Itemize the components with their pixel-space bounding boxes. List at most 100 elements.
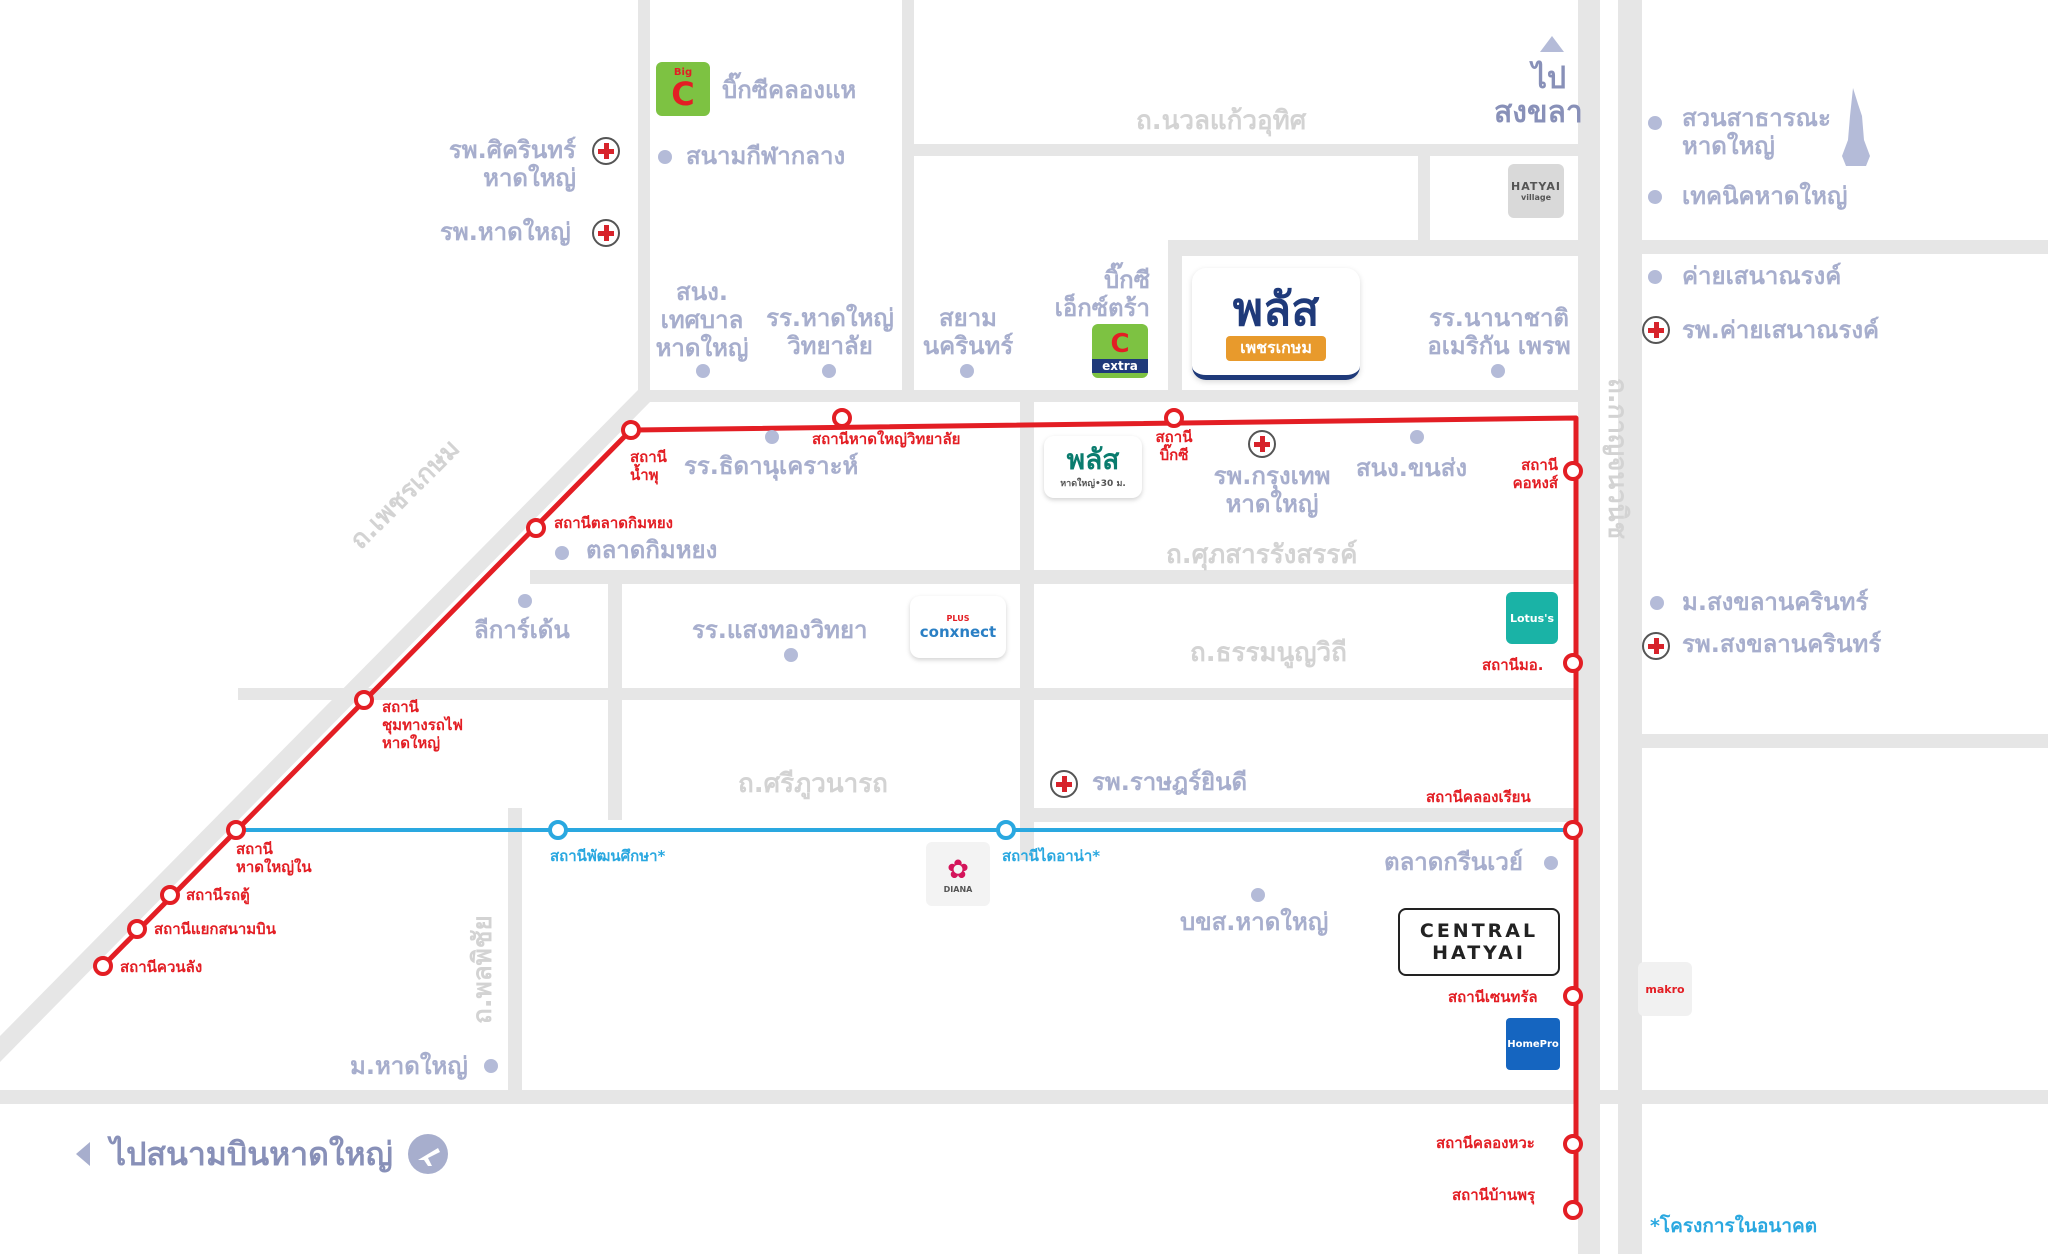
- place-dot: [1491, 364, 1505, 378]
- station-khohong-marker: [1563, 461, 1583, 481]
- hospital-icon: [1050, 770, 1078, 798]
- plus-phetkasem-logo: พลัส เพชรเกษม: [1192, 268, 1360, 380]
- place-siam-nakarin: สยามนครินทร์: [922, 304, 1014, 360]
- central-hatyai-logo: CENTRAL HATYAI: [1398, 908, 1560, 976]
- place-dot: [484, 1059, 498, 1073]
- station-namphu-label: สถานีน้ำพุ: [630, 448, 667, 484]
- station-central-marker: [1563, 986, 1583, 1006]
- hospital-icon: [592, 219, 620, 247]
- station-mo-marker: [1563, 653, 1583, 673]
- monument-icon: [1842, 88, 1870, 166]
- lotus-logo: Lotus's: [1506, 592, 1558, 644]
- place-dot: [960, 364, 974, 378]
- place-lee-garden: ลีการ์เด้น: [474, 616, 570, 644]
- homepro-logo: HomePro: [1506, 1018, 1560, 1070]
- place-public-park: สวนสาธารณะหาดใหญ่: [1682, 104, 1831, 160]
- station-diana-marker: [996, 820, 1016, 840]
- place-greenway-market: ตลาดกรีนเวย์: [1384, 848, 1523, 876]
- place-dot: [784, 648, 798, 662]
- place-tech-hatyai: เทคนิคหาดใหญ่: [1682, 182, 1848, 210]
- place-transport-office: สนง.ขนส่ง: [1356, 454, 1468, 482]
- road-label-phonphichai: ถ.พลพิชัย: [468, 915, 498, 1024]
- station-khlong-rian-label: สถานีคลองเรียน: [1426, 788, 1531, 806]
- place-camp: ค่ายเสนาณรงค์: [1682, 262, 1842, 290]
- station-rottu-marker: [160, 885, 180, 905]
- place-dot: [1544, 856, 1558, 870]
- place-bus-terminal: บขส.หาดใหญ่: [1180, 908, 1329, 936]
- place-bigc-khlong-hae: บิ๊กซีคลองแห: [722, 76, 857, 104]
- station-khlong-hwa-marker: [1563, 1134, 1583, 1154]
- place-dot: [765, 430, 779, 444]
- hospital-icon: [1642, 316, 1670, 344]
- bigc-logo: Big C: [656, 62, 710, 116]
- road-label-nuanmwaeo: ถ.นวลแก้วอุทิศ: [1136, 106, 1307, 136]
- hatyai-village-logo: HATYAI village: [1508, 164, 1564, 218]
- place-saengthong: รร.แสงทองวิทยา: [692, 616, 868, 644]
- station-diana-label: สถานีไดอาน่า*: [1002, 847, 1101, 865]
- station-rottu-label: สถานีรถตู้: [186, 886, 250, 904]
- place-central-stadium: สนามกีฬากลาง: [686, 142, 846, 170]
- place-thida-school: รร.ธิดานุเคราะห์: [684, 452, 859, 480]
- place-hatyai-college: รร.หาดใหญ่วิทยาลัย: [766, 304, 894, 360]
- station-hatyai-college-label: สถานีหาดใหญ่วิทยาลัย: [812, 430, 961, 448]
- station-hatyai-college-marker: [832, 408, 852, 428]
- place-dot: [658, 150, 672, 164]
- place-dot: [1648, 190, 1662, 204]
- red-line-stations: [93, 408, 1583, 1220]
- station-central-label: สถานีเซนทรัล: [1448, 988, 1538, 1006]
- place-camp-hospital: รพ.ค่ายเสนาณรงค์: [1682, 316, 1880, 344]
- place-american-prep: รร.นานาชาติอเมริกัน เพรพ: [1427, 304, 1571, 360]
- plus-conxnect-logo: PLUS conxnect: [910, 596, 1006, 658]
- station-yaek-sanambin-label: สถานีแยกสนามบิน: [154, 920, 276, 938]
- station-ban-phru-marker: [1563, 1200, 1583, 1220]
- place-dot: [555, 546, 569, 560]
- station-ban-phru-label: สถานีบ้านพรุ: [1452, 1186, 1536, 1204]
- place-dot: [1648, 116, 1662, 130]
- place-kimyong-market: ตลาดกิมหยง: [586, 536, 718, 564]
- station-namphu-marker: [621, 420, 641, 440]
- station-hatyai-nai-marker: [226, 820, 246, 840]
- to-songkhla-label: ไปสงขลา: [1494, 61, 1583, 130]
- place-dot: [1410, 430, 1424, 444]
- station-phatthana-label: สถานีพัฒนศึกษา*: [550, 847, 666, 865]
- station-mo-label: สถานีมอ.: [1482, 656, 1544, 674]
- place-psu-hospital: รพ.สงขลานครินทร์: [1682, 630, 1882, 658]
- station-junction-marker: [354, 690, 374, 710]
- station-khuanlang-marker: [93, 956, 113, 976]
- place-ratyindee-hospital: รพ.ราษฎร์ยินดี: [1092, 768, 1248, 796]
- road-label-thammanoon: ถ.ธรรมนูญวิถี: [1190, 638, 1347, 668]
- place-bigc-extra: บิ๊กซีเอ็กซ์ตร้า: [1054, 266, 1150, 322]
- station-khlong-hwa-label: สถานีคลองหวะ: [1436, 1134, 1535, 1152]
- station-yaek-sanambin-marker: [127, 919, 147, 939]
- station-hatyai-nai-label: สถานีหาดใหญ่ใน: [236, 840, 312, 876]
- road-label-suksan: ถ.ศุภสารรังสรรค์: [1166, 540, 1358, 570]
- bigc-extra-logo: C extra: [1092, 324, 1148, 378]
- station-khohong-label: สถานีคอหงส์: [1512, 456, 1558, 492]
- place-muni-school: สนง.เทศบาลหาดใหญ่: [655, 278, 749, 362]
- place-bangkok-hospital: รพ.กรุงเทพหาดใหญ่: [1213, 462, 1331, 518]
- place-sikarin-hospital: รพ.ศิครินทร์หาดใหญ่: [448, 136, 576, 192]
- place-dot: [822, 364, 836, 378]
- arrow-left-icon: [76, 1142, 90, 1166]
- place-dot: [1648, 270, 1662, 284]
- station-bigc-label: สถานีบิ๊กซี: [1155, 428, 1193, 464]
- place-hatyai-hospital: รพ.หาดใหญ่: [440, 218, 571, 246]
- place-dot: [518, 594, 532, 608]
- road-label-sriphuwanat: ถ.ศรีภูวนารถ: [738, 769, 888, 799]
- hospital-icon: [1642, 632, 1670, 660]
- station-khlong-rian-marker: [1563, 820, 1583, 840]
- plus-30-logo: พลัส หาดใหญ่•30 ม.: [1044, 436, 1142, 498]
- place-dot: [696, 364, 710, 378]
- station-junction-label: สถานีชุมทางรถไฟหาดใหญ่: [382, 698, 464, 752]
- makro-logo: makro: [1638, 962, 1692, 1016]
- blue-line-stations: [548, 820, 1016, 840]
- place-psu: ม.สงขลานครินทร์: [1682, 588, 1869, 616]
- station-khuanlang-label: สถานีควนลัง: [120, 958, 203, 976]
- to-airport-label: ไปสนามบินหาดใหญ่: [110, 1135, 393, 1173]
- station-bigc-marker: [1164, 408, 1184, 428]
- place-hatyai-university: ม.หาดใหญ่: [350, 1052, 468, 1080]
- hospital-icon: [1248, 430, 1276, 458]
- future-project-note: *โครงการในอนาคต: [1650, 1215, 1818, 1237]
- station-kimyong-marker: [526, 518, 546, 538]
